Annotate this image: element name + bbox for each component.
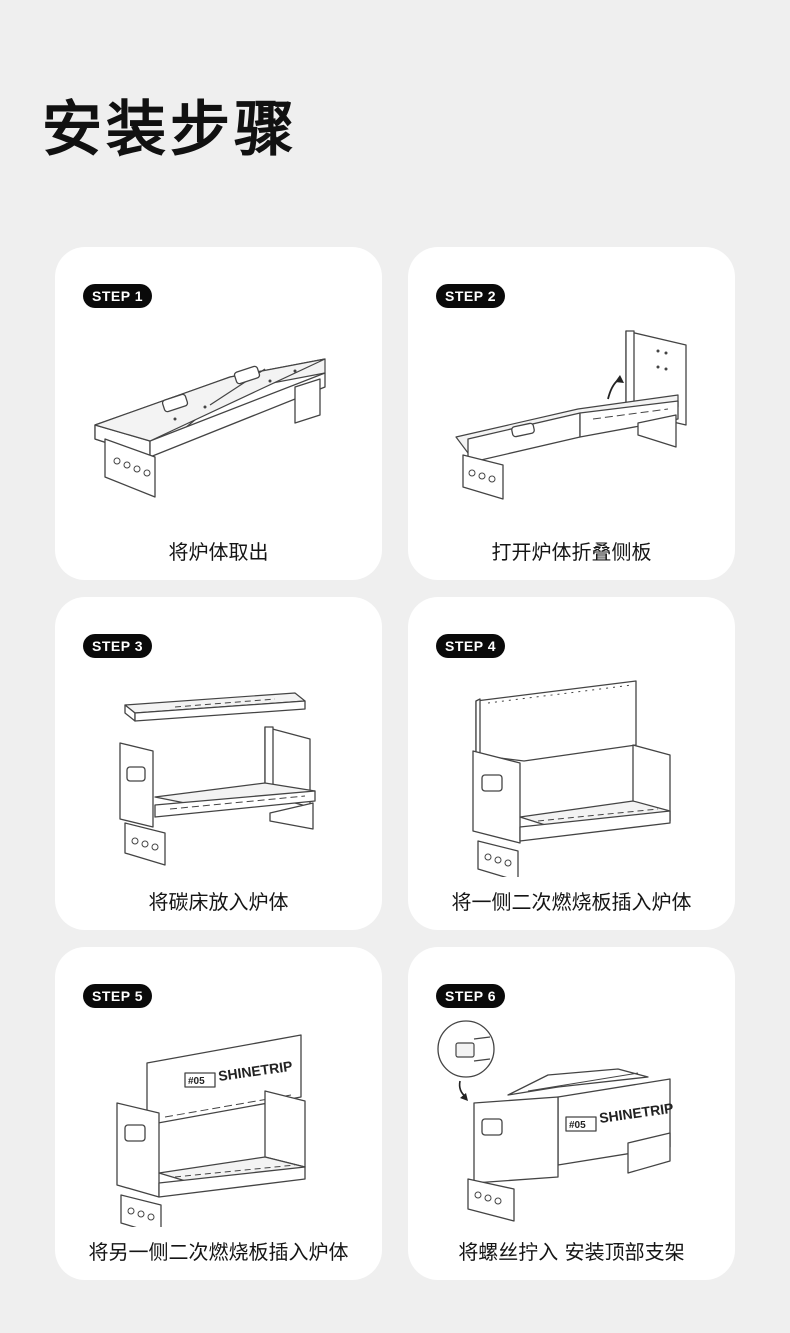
step-badge: STEP 2 xyxy=(436,284,505,308)
brand-number: #05 xyxy=(188,1076,205,1087)
step-1-illustration xyxy=(94,358,326,498)
step-3-illustration xyxy=(119,692,316,866)
step-badge: STEP 4 xyxy=(436,634,505,658)
page-title: 安装步骤 xyxy=(42,95,298,165)
step-caption: 将螺丝拧入 安装顶部支架 xyxy=(458,1240,685,1264)
step-caption: 将炉体取出 xyxy=(168,540,269,564)
step-badge: STEP 6 xyxy=(436,984,505,1008)
step-5-illustration: #05 SHINETRIP xyxy=(116,1034,306,1227)
step-card-6: STEP 6 #05 SHINETRIP 将螺丝拧入 安装顶部支架 xyxy=(408,947,735,1280)
brand-number: #05 xyxy=(569,1120,586,1131)
step-6-illustration: #05 SHINETRIP xyxy=(437,1020,674,1222)
step-caption: 将碳床放入炉体 xyxy=(148,890,289,914)
step-caption: 打开炉体折叠侧板 xyxy=(491,540,652,564)
step-2-illustration xyxy=(455,330,687,500)
step-badge: STEP 3 xyxy=(83,634,152,658)
step-card-5: STEP 5 #05 SHINETRIP 将另一侧二次燃烧板插入炉体 xyxy=(55,947,382,1280)
step-badge: STEP 5 xyxy=(83,984,152,1008)
step-card-3: STEP 3 将碳床放入炉体 xyxy=(55,597,382,930)
step-badge: STEP 1 xyxy=(83,284,152,308)
step-4-illustration xyxy=(472,680,671,877)
step-caption: 将另一侧二次燃烧板插入炉体 xyxy=(88,1240,349,1264)
step-card-4: STEP 4 将一侧二次燃烧板插入炉体 xyxy=(408,597,735,930)
step-card-2: STEP 2 打开炉体折叠侧板 xyxy=(408,247,735,580)
step-caption: 将一侧二次燃烧板插入炉体 xyxy=(451,890,692,914)
step-card-1: STEP 1 将炉体取出 xyxy=(55,247,382,580)
